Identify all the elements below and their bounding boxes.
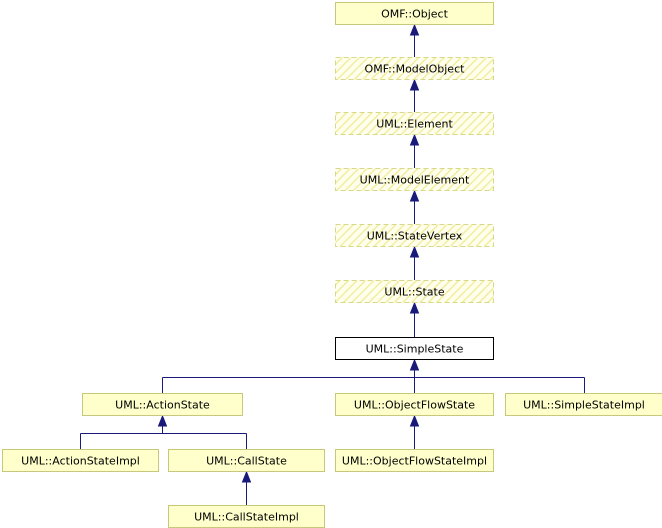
class-node-uml-element[interactable]: UML::Element	[335, 112, 494, 135]
inheritance-arrowhead-omf-modelobject	[409, 78, 420, 91]
class-node-box	[335, 112, 494, 135]
class-node-box	[335, 449, 494, 472]
class-node-uml-actionstate[interactable]: UML::ActionState	[82, 393, 243, 416]
inheritance-arrowhead-uml-objectflowstate	[409, 414, 420, 427]
class-node-label: UML::SimpleState	[366, 343, 464, 356]
class-node-label: OMF::Object	[381, 8, 449, 21]
class-node-uml-objectflowstate[interactable]: UML::ObjectFlowState	[335, 393, 494, 416]
class-node-label: UML::ActionStateImpl	[21, 455, 140, 468]
class-node-label: UML::ModelElement	[360, 174, 470, 187]
class-node-uml-state[interactable]: UML::State	[335, 280, 494, 303]
class-node-box	[82, 393, 243, 416]
class-node-label: UML::StateVertex	[367, 230, 463, 243]
inheritance-arrowhead-uml-callstate	[241, 470, 252, 483]
class-node-uml-actionstateimpl[interactable]: UML::ActionStateImpl	[2, 449, 159, 472]
class-node-box	[335, 224, 494, 247]
class-node-uml-modelelement[interactable]: UML::ModelElement	[335, 168, 494, 191]
class-node-uml-statevertex[interactable]: UML::StateVertex	[335, 224, 494, 247]
class-node-label: UML::ObjectFlowState	[354, 399, 475, 412]
inheritance-arrowhead-uml-element	[409, 133, 420, 146]
class-node-box	[2, 449, 159, 472]
inheritance-arrowhead-uml-modelelement	[409, 189, 420, 202]
class-node-box	[335, 168, 494, 191]
class-node-box	[505, 393, 662, 416]
inheritance-arrowhead-uml-simplestate	[409, 358, 420, 371]
inheritance-arrowhead-uml-statevertex	[409, 245, 420, 258]
class-node-box	[335, 337, 494, 360]
class-node-label: UML::State	[384, 286, 444, 299]
class-node-label: OMF::ModelObject	[365, 63, 466, 76]
class-node-box	[335, 393, 494, 416]
class-node-uml-objectflowstateimpl[interactable]: UML::ObjectFlowStateImpl	[335, 449, 494, 472]
class-node-box	[168, 449, 325, 472]
inheritance-arrowhead-omf-object	[409, 23, 420, 36]
class-node-box	[335, 280, 494, 303]
inheritance-arrowhead-uml-state	[409, 301, 420, 314]
class-node-label: UML::SimpleStateImpl	[523, 399, 645, 412]
class-node-label: UML::Element	[376, 118, 453, 131]
class-node-uml-callstate[interactable]: UML::CallState	[168, 449, 325, 472]
class-node-omf-object[interactable]: OMF::Object	[335, 2, 494, 25]
class-node-box	[335, 57, 494, 80]
class-node-label: UML::CallStateImpl	[194, 511, 299, 524]
class-node-omf-modelobject[interactable]: OMF::ModelObject	[335, 57, 494, 80]
class-node-uml-callstateimpl[interactable]: UML::CallStateImpl	[168, 505, 325, 528]
class-node-label: UML::CallState	[206, 455, 287, 468]
class-node-uml-simplestate: UML::SimpleState	[335, 337, 494, 360]
class-node-uml-simplestateimpl[interactable]: UML::SimpleStateImpl	[505, 393, 662, 416]
class-node-label: UML::ActionState	[115, 399, 210, 412]
inheritance-arrowhead-uml-actionstate	[157, 414, 168, 427]
class-node-box	[335, 2, 494, 25]
class-node-label: UML::ObjectFlowStateImpl	[342, 455, 487, 468]
edges-layer	[80, 23, 585, 505]
